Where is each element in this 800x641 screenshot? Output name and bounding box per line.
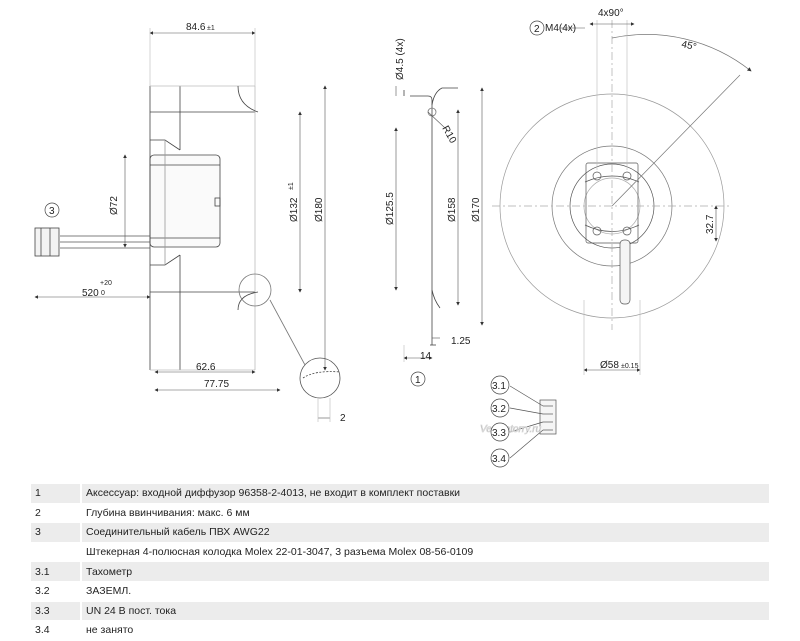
legend-text: не занято — [81, 620, 769, 641]
dim-14: 14 — [420, 351, 432, 362]
legend-text: ЗАЗЕМЛ. — [81, 581, 769, 602]
technical-drawing: Ventilatorry.ru 84.6 ±1 Ø72 Ø132 ±1 Ø180… — [34, 8, 752, 468]
callout-labels: 3 2 1 2 3.1 3.2 3.3 3.4 — [49, 24, 540, 465]
callout-1: 1 — [415, 375, 421, 386]
dim-84-6: 84.6 — [186, 22, 206, 33]
legend-number: 3.1 — [31, 561, 82, 582]
legend-text: Аксессуар: входной диффузор 96358-2-4013… — [81, 484, 769, 504]
callout-2-bottom: 2 — [340, 413, 346, 424]
dim-m4: M4(4x) — [545, 23, 576, 34]
legend-row: 2 Глубина ввинчивания: макс. 6 мм — [31, 503, 769, 524]
legend-table: 1 Аксессуар: входной диффузор 96358-2-40… — [31, 484, 769, 641]
dim-4-5: Ø4.5 (4x) — [395, 38, 406, 80]
legend-row: Штекерная 4-полюсная колодка Molex 22-01… — [31, 542, 769, 563]
callout-2-top: 2 — [534, 24, 540, 35]
dim-170: Ø170 — [471, 197, 482, 222]
dim-520: 520 — [82, 288, 99, 299]
inlet-ring-section — [403, 87, 458, 346]
legend-row: 3.2 ЗАЗЕМЛ. — [31, 581, 769, 602]
callout-3-2: 3.2 — [492, 404, 506, 415]
legend-text: UN 24 В пост. тока — [81, 601, 769, 622]
legend-number: 2 — [31, 503, 82, 524]
legend-text: Тахометр — [81, 561, 769, 582]
dim-520-tolerance-lower: 0 — [101, 290, 105, 297]
dimension-labels: 84.6 ±1 Ø72 Ø132 ±1 Ø180 520 +20 0 62.6 … — [82, 8, 716, 390]
dim-r10: R10 — [439, 124, 458, 146]
legend-number: 3.4 — [31, 620, 82, 641]
callout-3-1: 3.1 — [492, 381, 506, 392]
callout-3: 3 — [49, 206, 55, 217]
dim-32-7: 32.7 — [705, 214, 716, 234]
dim-62-6: 62.6 — [196, 362, 216, 373]
legend-number: 3.3 — [31, 601, 82, 622]
front-view — [492, 20, 752, 330]
callout-3-4: 3.4 — [492, 454, 506, 465]
front-view-dimensions — [560, 20, 718, 375]
callout-3-3: 3.3 — [492, 428, 506, 439]
dim-125-5: Ø125.5 — [385, 192, 396, 225]
side-view-dimensions — [34, 28, 331, 422]
legend-text: Штекерная 4-полюсная колодка Molex 22-01… — [81, 542, 769, 563]
watermark: Ventilatorry.ru — [480, 424, 542, 435]
dim-1-25: 1.25 — [451, 336, 471, 347]
dim-520-tolerance-upper: +20 — [100, 280, 112, 287]
connector-detail — [509, 385, 557, 459]
dim-72: Ø72 — [109, 196, 120, 215]
inlet-ring-dimensions — [394, 86, 484, 362]
legend-row: 1 Аксессуар: входной диффузор 96358-2-40… — [31, 484, 769, 504]
legend-number: 3.2 — [31, 581, 82, 602]
dim-132-tolerance: ±1 — [288, 182, 295, 190]
dim-132: Ø132 — [289, 197, 300, 222]
side-view — [34, 85, 341, 399]
legend-number — [31, 542, 82, 563]
callouts — [44, 20, 545, 468]
legend-number: 3 — [31, 522, 82, 543]
dim-180: Ø180 — [314, 197, 325, 222]
dim-58-tolerance: ±0.15 — [621, 363, 639, 370]
legend-text: Глубина ввинчивания: макс. 6 мм — [81, 503, 769, 524]
legend-row: 3.3 UN 24 В пост. тока — [31, 601, 769, 622]
dim-4x90: 4x90° — [598, 8, 624, 19]
dim-77-75: 77.75 — [204, 379, 229, 390]
dim-45: 45° — [680, 39, 697, 53]
legend-text: Соединительный кабель ПВХ AWG22 — [81, 522, 769, 543]
dim-158: Ø158 — [447, 197, 458, 222]
dim-84-6-tolerance: ±1 — [207, 25, 215, 32]
legend-row: 3 Соединительный кабель ПВХ AWG22 — [31, 522, 769, 543]
dim-58: Ø58 — [600, 360, 619, 371]
legend-row: 3.4 не занято — [31, 620, 769, 641]
legend-number: 1 — [31, 484, 82, 504]
legend-row: 3.1 Тахометр — [31, 561, 769, 582]
